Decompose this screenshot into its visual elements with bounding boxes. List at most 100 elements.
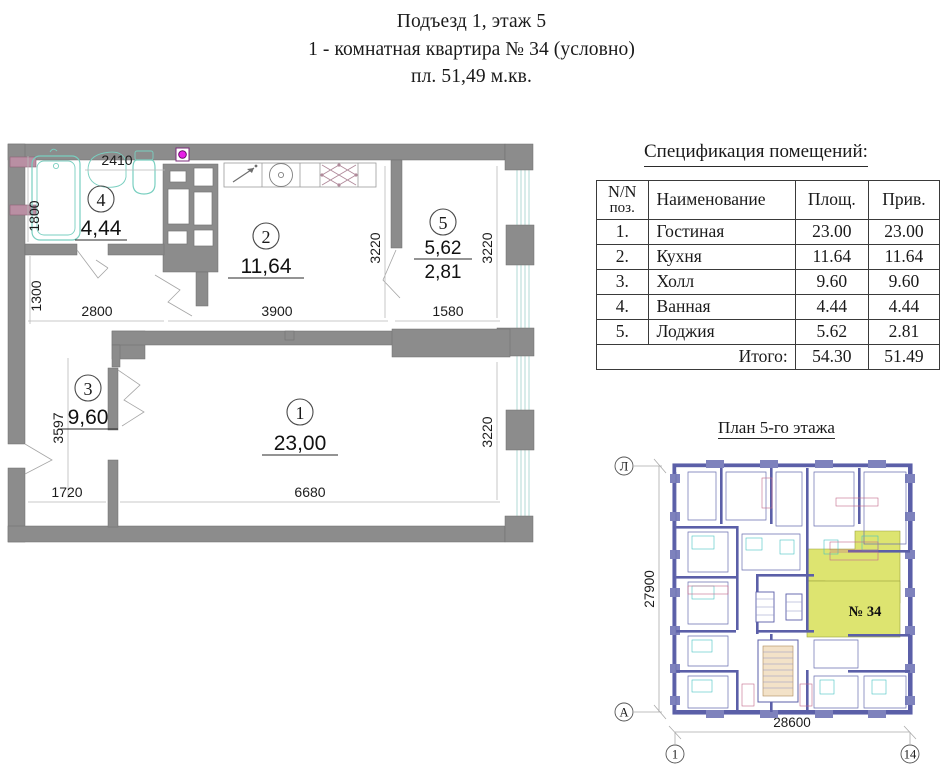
keyplan-elevators (755, 591, 803, 623)
dim-hall-bottom: 1720 (51, 484, 82, 500)
interior-mid-wall (111, 328, 511, 368)
dim-hall-left: 3597 (50, 412, 66, 443)
room-number-5: 5 (439, 213, 448, 233)
room-label-4-bathroom: 4 4,44 (75, 185, 127, 241)
hall-partition-wall (107, 367, 119, 528)
table-total-row: Итого: 54.30 51.49 (596, 343, 941, 370)
title-line-area: пл. 51,49 м.кв. (411, 66, 532, 88)
cell-area: 5.62 (794, 318, 869, 345)
dim-bath-bottom: 2800 (81, 303, 112, 319)
title-line-entrance-floor: Подъезд 1, этаж 5 (396, 11, 547, 32)
spec-heading: Спецификация помещений: (644, 140, 868, 167)
page-title-block: Подъезд 1, этаж 5 1 - комнатная квартира… (0, 8, 943, 91)
header-position-l1: N/N (608, 181, 637, 201)
keyplan-structure (670, 460, 915, 718)
electrical-panel-marker (175, 147, 190, 162)
dim-kitchen-bottom: 3900 (261, 303, 292, 319)
cell-position: 5. (596, 318, 649, 345)
keyplan-title-wrap: План 5-го этажа (610, 418, 943, 439)
kitchen-counter (223, 162, 377, 188)
header-position: N/N поз. (596, 179, 649, 220)
title-line-apartment: 1 - комнатная квартира № 34 (условно) (308, 38, 635, 60)
kitchen-hood-symbol (232, 164, 258, 183)
cell-adjusted: 11.64 (867, 243, 941, 270)
bathroom-bottom-wall (24, 243, 165, 256)
header-area: Площ. (794, 179, 869, 220)
keyplan-stair-core (757, 639, 799, 703)
dim-loggia-bottom: 1580 (432, 303, 463, 319)
specification-table: N/N поз. Наименование Площ. Прив. 1. Гос… (596, 179, 941, 370)
room-label-5-loggia: 5 5,62 2,81 (414, 208, 472, 283)
axis-label-bottom: А (619, 706, 628, 720)
dim-loggia-right: 3220 (479, 232, 495, 263)
room-label-2-kitchen: 2 11,64 (228, 222, 304, 279)
cell-adjusted: 2.81 (867, 318, 941, 345)
dimension-annotations: 2410 1800 1300 2800 3900 3220 1580 3220 … (26, 152, 500, 503)
cell-position: 4. (596, 293, 649, 320)
keyplan-dim-vertical: 27900 (642, 570, 657, 608)
room-area-5-adjusted: 2,81 (425, 262, 462, 283)
kitchen-stove-symbol (320, 163, 358, 187)
cell-empty (596, 343, 649, 370)
cell-name: Ванная (647, 293, 796, 320)
cell-adjusted: 23.00 (867, 218, 941, 245)
ventilation-ducts (9, 156, 37, 216)
wet-core-partition (162, 163, 219, 307)
keyplan-drawing: Л А 27900 1 14 28600 (614, 456, 920, 764)
apartment-number-label: № 34 (849, 604, 882, 620)
dim-bath-width: 2410 (101, 152, 132, 168)
cell-adjusted: 9.60 (867, 268, 941, 295)
table-row: 3. Холл 9.60 9.60 (596, 268, 941, 295)
dim-kitchen-right: 3220 (367, 232, 383, 263)
cell-adjusted: 4.44 (867, 293, 941, 320)
cell-area: 9.60 (794, 268, 869, 295)
cell-area: 23.00 (794, 218, 869, 245)
axis-label-right-num: 14 (904, 748, 917, 762)
cell-total-label: Итого: (648, 343, 796, 370)
loggia-partition-wall (390, 159, 403, 249)
cell-position: 1. (596, 218, 649, 245)
bathroom-fixtures (31, 148, 156, 241)
room-area-4: 4,44 (81, 217, 122, 240)
room-specification-section: Спецификация помещений: N/N поз. Наимено… (596, 140, 941, 370)
cell-area: 11.64 (794, 243, 869, 270)
room-label-1-living: 1 23,00 (262, 398, 338, 456)
room-number-2: 2 (262, 227, 271, 247)
room-label-3-hall: 3 9,60 (58, 374, 118, 430)
floor-plan-drawing: 2410 1800 1300 2800 3900 3220 1580 3220 … (7, 143, 535, 543)
cell-total-area: 54.30 (794, 343, 869, 370)
keyplan-title: План 5-го этажа (718, 418, 835, 439)
building-floor-keyplan: План 5-го этажа Л А 27900 1 14 28600 (610, 418, 943, 768)
table-row: 5. Лоджия 5.62 2.81 (596, 318, 941, 345)
keyplan-partitions (675, 471, 907, 712)
kitchen-sink-symbol (269, 163, 293, 187)
cell-name: Кухня (647, 243, 796, 270)
door-openings (24, 249, 401, 475)
header-position-l2: поз. (609, 199, 635, 216)
table-header-row: N/N поз. Наименование Площ. Прив. (596, 179, 941, 220)
table-row: 1. Гостиная 23.00 23.00 (596, 218, 941, 245)
room-number-4: 4 (97, 190, 106, 210)
cell-name: Холл (647, 268, 796, 295)
room-area-5: 5,62 (425, 238, 462, 259)
room-area-3: 9,60 (68, 406, 109, 429)
keyplan-dim-horizontal: 28600 (773, 715, 811, 730)
dim-bath-tub: 1800 (26, 200, 42, 231)
highlighted-apartment-34[interactable]: № 34 (806, 530, 901, 638)
axis-label-top: Л (620, 460, 629, 474)
dim-living-bottom: 6680 (294, 484, 325, 500)
header-name: Наименование (647, 179, 796, 220)
table-row: 4. Ванная 4.44 4.44 (596, 293, 941, 320)
header-adjusted: Прив. (867, 179, 941, 220)
exterior-walls (7, 143, 534, 543)
cell-total-adjusted: 51.49 (867, 343, 941, 370)
cell-position: 2. (596, 243, 649, 270)
keyplan-axis-markers: Л А 27900 1 14 28600 (614, 456, 920, 764)
dim-living-right: 3220 (479, 416, 495, 447)
dim-hall-top: 1300 (28, 280, 44, 311)
cell-position: 3. (596, 268, 649, 295)
room-area-1: 23,00 (274, 432, 327, 455)
table-row: 2. Кухня 11.64 11.64 (596, 243, 941, 270)
apartment-floor-plan: 2410 1800 1300 2800 3900 3220 1580 3220 … (0, 130, 580, 570)
room-area-2: 11,64 (241, 255, 292, 278)
